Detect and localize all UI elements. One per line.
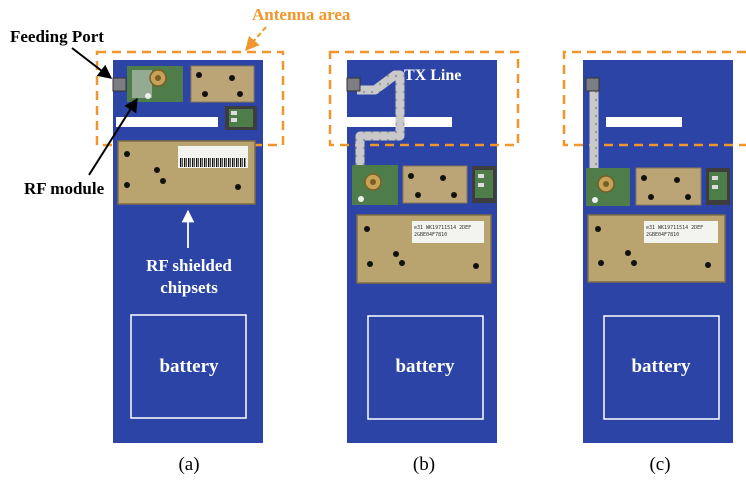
rf-module-label: RF module: [24, 179, 105, 198]
shield-block-small: [402, 165, 468, 204]
caption-b: (b): [413, 454, 435, 475]
chip-text-1: e31 WK19711514 2DEF: [646, 225, 703, 231]
connector: [706, 168, 730, 205]
battery-label: battery: [631, 356, 691, 377]
feeding-port: [585, 77, 600, 92]
antenna-area-box: [95, 50, 285, 147]
rf-module: [127, 66, 183, 102]
tx-line-label: TX Line: [404, 67, 461, 84]
antenna-area-box: [562, 50, 746, 147]
battery-outline: [603, 315, 720, 420]
caption-c: (c): [649, 454, 670, 475]
panel-b: TX Line e31 WK19711514 2DEF 2GBE04F7810: [328, 50, 520, 475]
antenna-slot: [606, 117, 682, 127]
rf-module: [586, 168, 630, 206]
battery-label: battery: [159, 356, 219, 377]
antenna-slot: [116, 117, 218, 127]
feeding-port: [346, 77, 361, 92]
battery-outline: [130, 314, 247, 419]
feeding-port: [112, 77, 127, 92]
shield-block-small: [635, 167, 702, 206]
panel-a: battery RF shielded chipsets (a): [95, 50, 285, 475]
shielded-chipset: [117, 140, 256, 205]
battery-label: battery: [395, 356, 455, 377]
feeding-port-arrow: [71, 47, 113, 79]
battery-outline: [367, 315, 484, 420]
connector: [472, 166, 496, 203]
chip-text-2: 2GBE04F7810: [414, 232, 447, 238]
panel-c: e31 WK19711514 2DEF 2GBE04F7810 battery …: [562, 50, 746, 475]
rf-shielded-label: RF shielded: [146, 256, 232, 275]
chipsets-label: chipsets: [160, 278, 218, 297]
antenna-area-box: [328, 50, 520, 147]
shielded-chipset: e31 WK19711514 2DEF 2GBE04F7810: [356, 214, 492, 284]
rf-module-arrow: [88, 97, 138, 176]
antenna-area-arrow: [245, 26, 267, 52]
chip-text-2: 2GBE04F7810: [646, 232, 679, 238]
feeding-port-label: Feeding Port: [10, 27, 104, 46]
rf-module: [352, 165, 398, 205]
caption-a: (a): [178, 454, 199, 475]
tx-line: [355, 70, 405, 168]
connector: [225, 106, 257, 130]
shield-block-small: [190, 65, 255, 103]
chip-text-1: e31 WK19711514 2DEF: [414, 225, 471, 231]
antenna-area-label: Antenna area: [252, 5, 351, 24]
shielded-chipset: e31 WK19711514 2DEF 2GBE04F7810: [587, 214, 726, 283]
